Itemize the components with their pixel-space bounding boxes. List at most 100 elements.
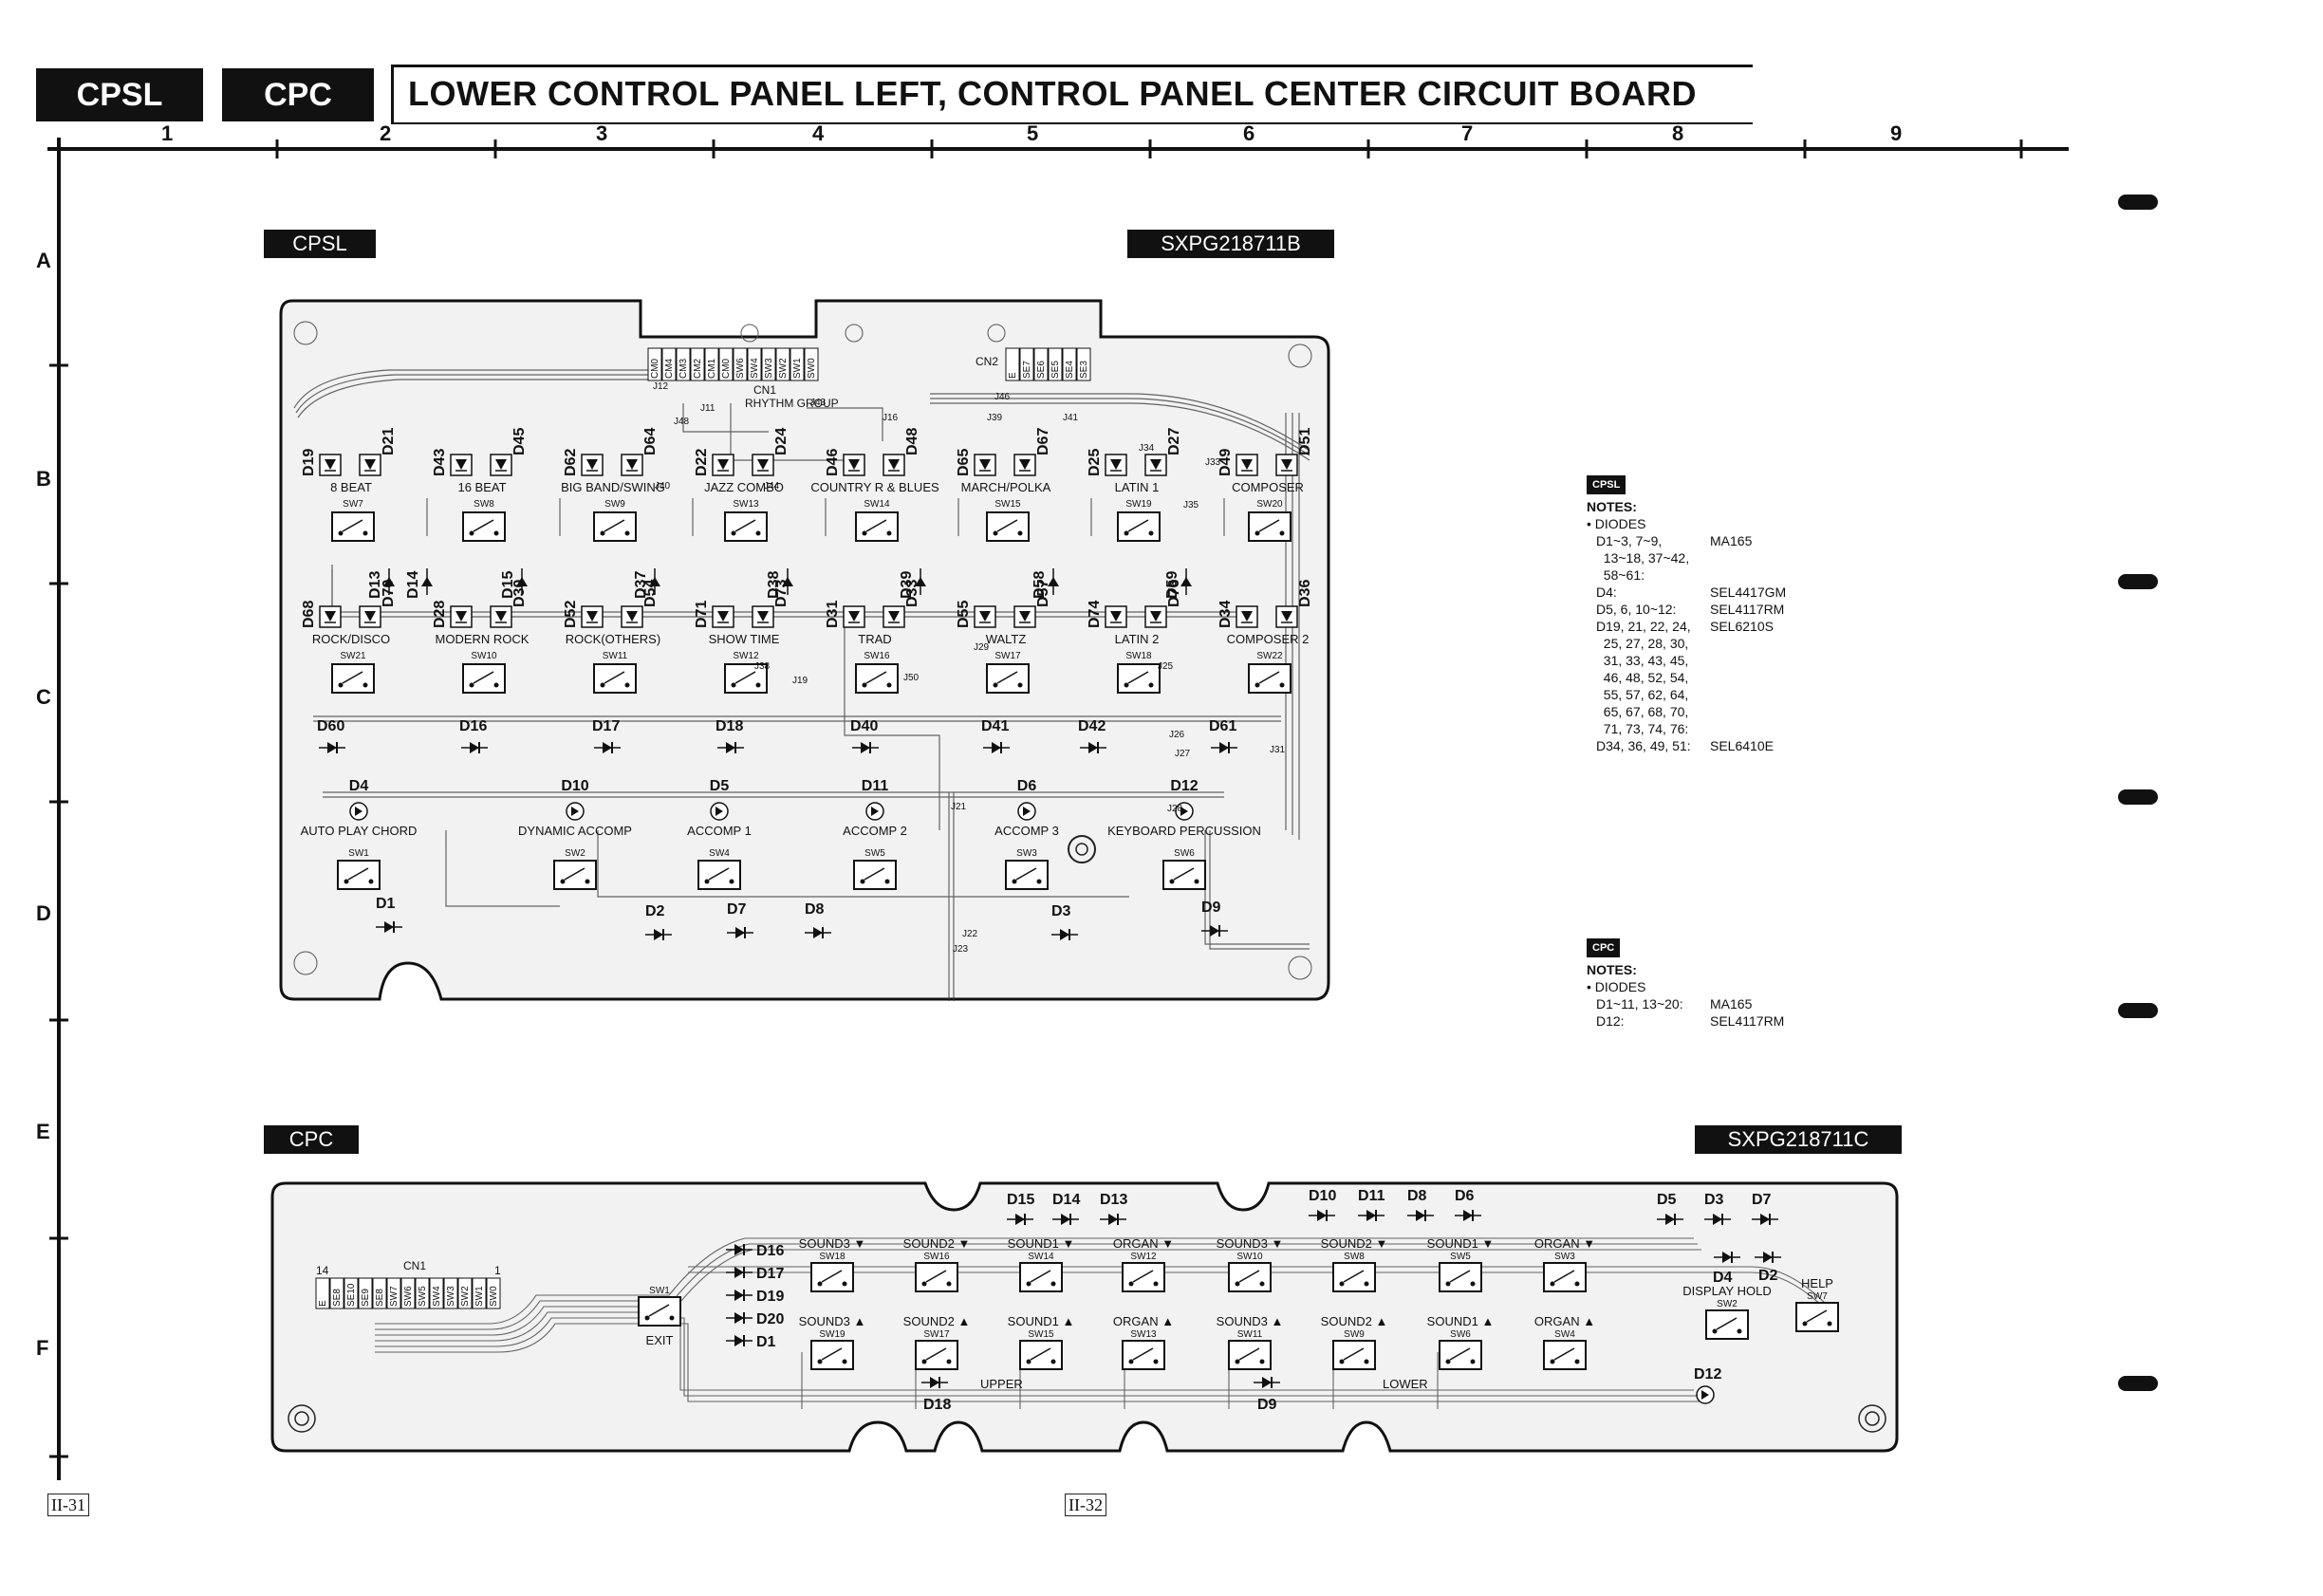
- notes-value: SEL4117RM: [1710, 602, 1785, 617]
- cpsl-bottom-diode: D9: [1201, 900, 1228, 937]
- cpsl-board-outline: [279, 299, 1330, 1001]
- diode-label: D11: [862, 778, 889, 794]
- diode-d7: [727, 927, 753, 938]
- cpc-tone-button: SOUND1 ▼SW14: [1008, 1236, 1074, 1292]
- led-d57: [1013, 605, 1036, 628]
- diode-d40: [852, 742, 879, 753]
- switch-sw18: [1117, 663, 1161, 694]
- switch-label: SW7: [343, 499, 363, 510]
- cpc-left-diode: D17: [726, 1266, 784, 1282]
- diode-label: D64: [642, 428, 659, 455]
- cpc-top-diode: D10: [1309, 1188, 1336, 1221]
- cpsl-cn1-pin-label: SW2: [778, 358, 789, 379]
- cpc-cn1-pin-last: 1: [494, 1264, 501, 1277]
- block-function-label: COMPOSER: [1232, 480, 1304, 494]
- cpc-left-diode: D1: [726, 1334, 776, 1350]
- notes-cpsl-title: NOTES:: [1587, 499, 1637, 514]
- diode-label: D36: [1297, 580, 1313, 607]
- function-label: SOUND2 ▲: [903, 1314, 971, 1328]
- diode-label: D34: [1217, 601, 1234, 628]
- notes-cpc-sub: • DIODES: [1587, 979, 1646, 994]
- switch-label: SW2: [1717, 1299, 1738, 1309]
- function-label: ACCOMP 2: [843, 824, 907, 838]
- led-d31: [843, 605, 865, 628]
- diode-label: D40: [850, 718, 878, 734]
- cpsl-speaker-hole: [1068, 835, 1096, 863]
- cpc-cn1-pin: [400, 1277, 416, 1309]
- diode-label: D52: [563, 601, 579, 628]
- block-function-label: COUNTRY R & BLUES: [810, 480, 939, 494]
- cpc-top-diode: D11: [1358, 1188, 1385, 1221]
- cpsl-bottom-diode: D8: [805, 901, 831, 938]
- grid-row-c: C: [36, 685, 51, 709]
- switch-label: SW10: [471, 651, 497, 661]
- diode-label: D68: [301, 601, 317, 628]
- switch-sw20: [1248, 511, 1292, 542]
- jumper-label: J25: [1158, 661, 1174, 672]
- cpc-cn1-pin-label: SW0: [489, 1286, 499, 1307]
- function-label: ORGAN ▲: [1534, 1314, 1595, 1328]
- cpsl-bottom-diode: D7: [727, 901, 753, 938]
- cpc-tone-button: SOUND3 ▼SW18: [799, 1236, 865, 1292]
- diode-label: D48: [904, 428, 920, 455]
- cpsl-cn1-pin-label: CM0: [721, 358, 732, 379]
- diode-label: D55: [956, 601, 972, 628]
- diode-label: D71: [694, 601, 710, 628]
- switch-sw18: [810, 1262, 854, 1292]
- notes-value: SEL6410E: [1710, 738, 1774, 753]
- diode-label: D17: [756, 1266, 784, 1282]
- notes-row: D4:SEL4417GM: [1596, 584, 1824, 601]
- switch-label: SW13: [1130, 1329, 1157, 1340]
- switch-sw3: [1005, 860, 1049, 890]
- notes-value: SEL4117RM: [1710, 1013, 1785, 1029]
- block-function-label: LATIN 1: [1115, 480, 1160, 494]
- diode-d7: [1752, 1214, 1778, 1225]
- switch-label: SW1: [649, 1286, 670, 1296]
- diode-d2: [645, 929, 672, 940]
- notes-cpsl-tag: CPSL: [1587, 475, 1626, 494]
- switch-exit: [638, 1296, 681, 1327]
- notes-row: D1~3, 7~9, 13~18, 37~42, 58~61:MA165: [1596, 532, 1824, 584]
- diode-label: D42: [1078, 718, 1106, 734]
- diode-d42: [1080, 742, 1106, 753]
- switch-label: SW18: [1125, 651, 1152, 661]
- block-function-label: ROCK/DISCO: [312, 632, 390, 646]
- led-d52: [581, 605, 604, 628]
- diode-d41: [983, 742, 1010, 753]
- diode-label: D7: [727, 901, 747, 918]
- diode-label: D24: [773, 428, 790, 455]
- switch-sw15: [986, 511, 1030, 542]
- function-label: ORGAN ▼: [1113, 1236, 1174, 1251]
- diode-label: D16: [459, 718, 487, 734]
- switch-sw1: [337, 860, 381, 890]
- cpsl-bottom-diode: D2: [645, 903, 672, 940]
- cpsl-header-tag: CPSL: [36, 68, 203, 121]
- diode-label: D7: [1752, 1192, 1772, 1208]
- diode-label: D59: [1164, 571, 1180, 599]
- cpsl-cn1-pin: [790, 347, 805, 381]
- cpc-cn1-pin: [358, 1277, 373, 1309]
- page-number-left: II-31: [47, 1494, 89, 1516]
- jumper-label: J41: [1063, 413, 1079, 423]
- led-d12: [1696, 1385, 1715, 1404]
- diode-d15: [1007, 1214, 1033, 1225]
- cpsl-cn1-pin: [661, 347, 677, 381]
- led-d68: [319, 605, 342, 628]
- notes-row: D1~11, 13~20:MA165: [1596, 995, 1824, 1012]
- led-d19: [319, 454, 342, 476]
- switch-sw6: [1162, 860, 1206, 890]
- switch-label: SW1: [348, 848, 369, 859]
- cpc-cn1-pin: [443, 1277, 458, 1309]
- diode-label: D60: [317, 718, 344, 734]
- led-d12: [1175, 802, 1194, 821]
- cpc-board-tag: CPC: [264, 1125, 359, 1154]
- switch-label: SW12: [733, 651, 759, 661]
- cpc-cn1-pin: [429, 1277, 444, 1309]
